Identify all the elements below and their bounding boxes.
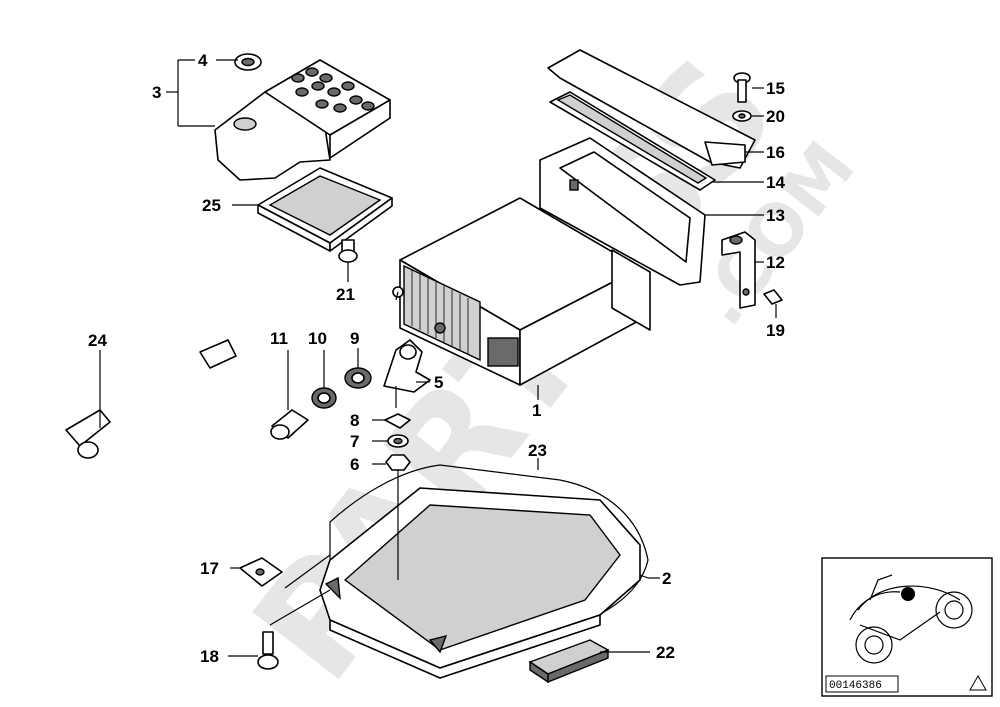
washer-part-20 (732, 110, 752, 122)
highlight-dot (901, 587, 915, 601)
callout-2: 2 (662, 569, 671, 588)
callout-1: 1 (532, 401, 541, 420)
reference-number: 00146386 (829, 680, 882, 692)
seal-part-9 (344, 367, 372, 389)
callout-6: 6 (350, 455, 359, 474)
vehicle-thumbnail: 00146386 (821, 557, 993, 697)
screw-part-15 (733, 72, 751, 103)
nut-part-6 (385, 454, 411, 471)
bracket-part-12 (721, 231, 756, 309)
grommet-part-10 (311, 387, 337, 409)
plug-part-11 (270, 409, 309, 440)
screw-part-21 (338, 239, 358, 263)
radio-unit-part-1 (392, 197, 651, 386)
callout-22: 22 (656, 643, 675, 662)
warning-triangle-icon (969, 674, 987, 691)
pad-part-22 (528, 639, 610, 684)
frame-part-13 (539, 137, 706, 286)
callout-14: 14 (766, 173, 785, 192)
callout-19: 19 (766, 321, 785, 340)
callout-12: 12 (766, 253, 785, 272)
callout-18: 18 (200, 647, 219, 666)
callout-7: 7 (350, 432, 359, 451)
bracket-part-5 (383, 339, 431, 408)
callout-11: 11 (270, 329, 288, 348)
grommet-part-4 (234, 53, 262, 71)
strip-part-14 (549, 91, 716, 191)
callout-labels: 1 2 3 4 5 6 7 8 9 10 11 12 13 14 15 16 1… (88, 51, 785, 666)
callout-13: 13 (766, 206, 785, 225)
pin-part-19 (763, 289, 783, 305)
washer-part-7 (387, 434, 409, 448)
tray-part-2 (319, 487, 641, 679)
callout-4: 4 (198, 51, 208, 70)
motorcycle-icon (849, 574, 973, 664)
bracket-part-16 (547, 49, 756, 169)
callout-21: 21 (336, 285, 355, 304)
grommet-grid (291, 67, 375, 113)
clip-part-8 (384, 413, 411, 429)
cover-part-3 (214, 59, 391, 181)
callout-5: 5 (434, 373, 443, 392)
leader-lines (99, 59, 777, 657)
callout-3: 3 (152, 83, 161, 102)
callout-8: 8 (350, 411, 359, 430)
callout-9: 9 (350, 329, 359, 348)
callout-17: 17 (200, 559, 219, 578)
callout-10: 10 (308, 329, 327, 348)
callout-15: 15 (766, 79, 785, 98)
callout-23: 23 (528, 441, 547, 460)
callout-25: 25 (202, 196, 221, 215)
clip-part-17 (239, 557, 283, 587)
callout-24: 24 (88, 331, 107, 350)
gasket-part-25 (257, 167, 393, 252)
callout-20: 20 (766, 107, 785, 126)
callout-16: 16 (766, 143, 785, 162)
cable-part-24 (65, 339, 237, 459)
screw-part-18 (257, 631, 279, 670)
